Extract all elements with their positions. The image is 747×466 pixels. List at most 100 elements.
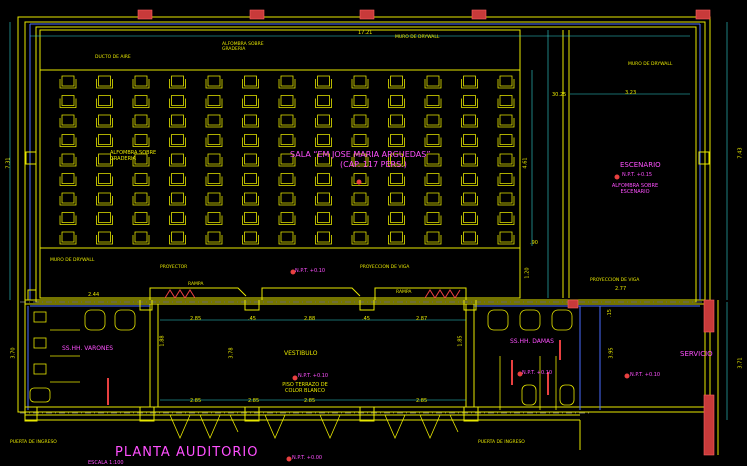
seat <box>461 75 478 89</box>
seat <box>96 134 113 147</box>
seat <box>205 231 223 245</box>
seat <box>424 153 442 167</box>
dim-288: 2.88 <box>304 316 316 322</box>
dimension-lines <box>9 22 728 420</box>
seat <box>351 114 369 128</box>
seat <box>278 173 296 186</box>
seat <box>169 153 186 167</box>
toilets-right <box>487 309 575 410</box>
dim-277: 2.77 <box>615 286 627 292</box>
seat <box>205 75 223 89</box>
bottom-level-label: N.P.T. +0.00 <box>292 455 323 461</box>
dim-stage-width: 3.23 <box>625 90 637 96</box>
seat <box>132 75 150 89</box>
seat <box>169 173 186 186</box>
seat <box>388 95 405 108</box>
drywall-left-label: MURO DE DRYWALL <box>50 258 95 263</box>
seat <box>169 231 186 245</box>
seat <box>59 114 77 128</box>
dim-015: .15 <box>606 309 613 317</box>
seat <box>278 212 296 225</box>
seat <box>205 153 223 167</box>
dim-370: 3.70 <box>10 347 17 359</box>
seat <box>388 231 405 245</box>
dim-045a: .45 <box>248 316 256 322</box>
seat <box>242 192 259 206</box>
seat <box>59 192 77 206</box>
dim-090: .90 <box>530 240 538 246</box>
seat <box>315 75 332 89</box>
ceiling-note-label: ALFOMBRA SOBRE GRADERIA <box>222 42 264 52</box>
dim-244: 2.44 <box>88 292 100 298</box>
seat <box>242 75 259 89</box>
plan-title: PLANTA AUDITORIO <box>115 445 259 460</box>
ss-gents-label: SS.HH. VARONES <box>62 345 114 352</box>
seat <box>461 212 478 225</box>
dim-378: 3.78 <box>228 347 235 359</box>
seat <box>59 153 77 167</box>
seat <box>424 134 442 147</box>
dim-right-height: 7.43 <box>737 147 744 159</box>
seat <box>96 173 113 186</box>
seat <box>242 231 259 245</box>
seat <box>351 231 369 245</box>
ramp-frames <box>149 287 467 300</box>
entrance-doors <box>169 414 459 440</box>
seat <box>59 173 77 186</box>
inner-lines <box>27 23 701 410</box>
seat <box>388 75 405 89</box>
dim-285b: 2.85 <box>190 398 202 404</box>
ss-ladies-label: SS.HH. DAMAS <box>510 338 554 345</box>
seat <box>315 114 332 128</box>
seat <box>242 173 259 186</box>
seat <box>169 212 186 225</box>
drywall-right-label: MURO DE DRYWALL <box>628 62 673 67</box>
seat <box>278 231 296 245</box>
lobby-level-label: N.P.T. +0.10 <box>298 373 329 379</box>
seat <box>497 114 515 128</box>
seat <box>242 153 259 167</box>
projection-note-label: PROYECCION DE VIGA <box>360 265 410 270</box>
seat <box>132 153 150 167</box>
lobby-floor-label: PISO TERRAZO DE COLOR BLANCO <box>282 382 328 394</box>
dim-stage-depth: 30.25 <box>552 92 567 98</box>
seat <box>205 192 223 206</box>
dim-285d: 2.85 <box>416 398 428 404</box>
seat <box>351 192 369 206</box>
auditorium-seats <box>59 75 515 245</box>
seat <box>497 95 515 108</box>
seat <box>315 231 332 245</box>
seat <box>278 192 296 206</box>
door-note-right-label: PUERTA DE INGRESO <box>478 440 525 445</box>
ss-red-partitions <box>107 340 561 405</box>
seat <box>388 114 405 128</box>
seat <box>424 95 442 108</box>
dim-left-height: 7.31 <box>5 157 12 169</box>
dim-287: 2.87 <box>416 316 428 322</box>
service-label: SERVICIO <box>680 350 713 358</box>
seat <box>461 192 478 206</box>
seat <box>132 173 150 186</box>
seat <box>424 231 442 245</box>
seat <box>96 231 113 245</box>
dim-045b: .45 <box>362 316 370 322</box>
seat <box>278 95 296 108</box>
seat <box>497 192 515 206</box>
seat <box>205 114 223 128</box>
seat <box>205 173 223 186</box>
columns <box>137 9 715 456</box>
seat <box>278 75 296 89</box>
seat <box>59 95 77 108</box>
seat <box>461 114 478 128</box>
seat <box>205 134 223 147</box>
seat <box>96 192 113 206</box>
seat <box>278 153 296 167</box>
seat <box>96 212 113 225</box>
seat <box>315 95 332 108</box>
ss-right-level-label: N.P.T. +0.10 <box>522 370 553 376</box>
seat <box>169 114 186 128</box>
room-level-label: N.P.T. +0.10 <box>295 268 326 274</box>
seat <box>242 95 259 108</box>
seat <box>388 192 405 206</box>
